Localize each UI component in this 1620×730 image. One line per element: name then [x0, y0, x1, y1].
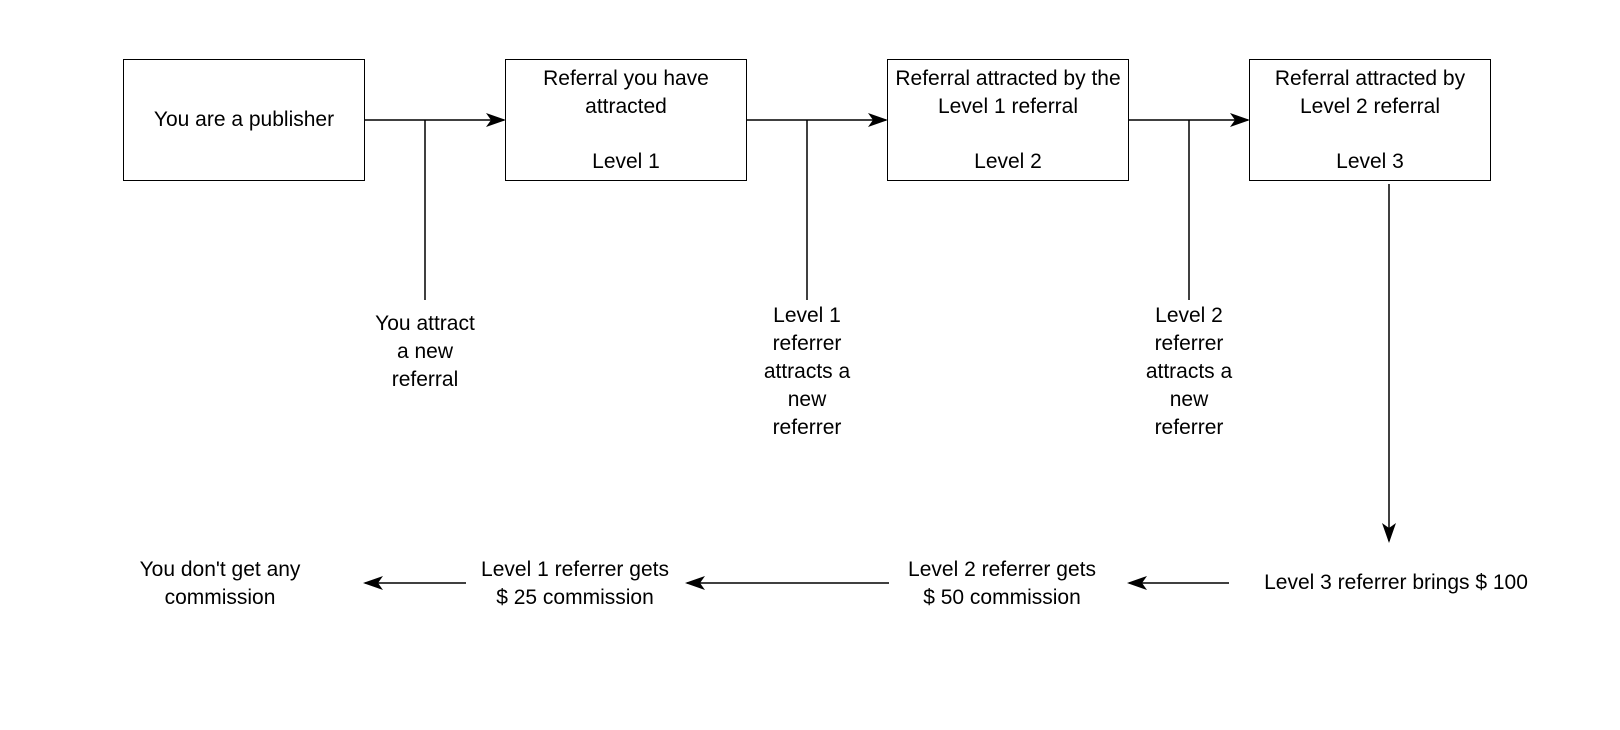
box-level3-title: Referral attracted by Level 2 referral: [1274, 67, 1466, 118]
label-level1-attracts-line: referrer: [772, 416, 842, 439]
label-level1-attracts-line: attracts a: [763, 360, 851, 383]
label-level2-attracts: Level 2 referrer attracts a new referrer: [1109, 302, 1269, 442]
box-level1: Referral you have attracted Level 1: [505, 59, 747, 181]
box-publisher: You are a publisher: [123, 59, 365, 181]
label-level2-attracts-line: referrer: [1154, 332, 1224, 355]
label-level2-gets-line: $ 50 commission: [923, 586, 1081, 609]
box-publisher-title: You are a publisher: [153, 108, 335, 131]
label-you-get-line: You don't get any: [139, 558, 301, 581]
label-level1-gets: Level 1 referrer gets $ 25 commission: [445, 556, 705, 612]
label-level3-brings: Level 3 referrer brings $ 100: [1264, 571, 1528, 594]
box-level1-title: Referral you have attracted: [543, 67, 709, 118]
box-level3: Referral attracted by Level 2 referral L…: [1249, 59, 1491, 181]
label-level2-attracts-line: attracts a: [1145, 360, 1233, 383]
label-level1-attracts-line: new: [787, 388, 827, 411]
label-level1-attracts: Level 1 referrer attracts a new referrer: [727, 302, 887, 442]
label-level2-gets-line: Level 2 referrer gets: [908, 558, 1096, 581]
box-level2-level: Level 2: [974, 150, 1042, 173]
label-attract-new-line: a new: [396, 340, 454, 363]
label-attract-new-line: referral: [391, 368, 459, 391]
box-level1-level: Level 1: [592, 150, 660, 173]
box-level2: Referral attracted by the Level 1 referr…: [887, 59, 1129, 181]
label-level2-gets: Level 2 referrer gets $ 50 commission: [872, 556, 1132, 612]
label-level1-attracts-line: Level 1: [773, 304, 841, 327]
label-attract-new-line: You attract: [375, 312, 475, 335]
label-level1-gets-line: $ 25 commission: [496, 586, 654, 609]
box-level3-level: Level 3: [1336, 150, 1404, 173]
label-you-get-line: commission: [164, 586, 276, 609]
label-level2-attracts-line: referrer: [1154, 416, 1224, 439]
label-level2-attracts-line: new: [1169, 388, 1209, 411]
label-level2-attracts-line: Level 2: [1155, 304, 1223, 327]
label-level1-attracts-line: referrer: [772, 332, 842, 355]
label-level1-gets-line: Level 1 referrer gets: [481, 558, 669, 581]
label-you-get: You don't get any commission: [100, 556, 340, 612]
box-level2-title: Referral attracted by the Level 1 referr…: [895, 67, 1121, 118]
label-attract-new: You attract a new referral: [345, 310, 505, 394]
